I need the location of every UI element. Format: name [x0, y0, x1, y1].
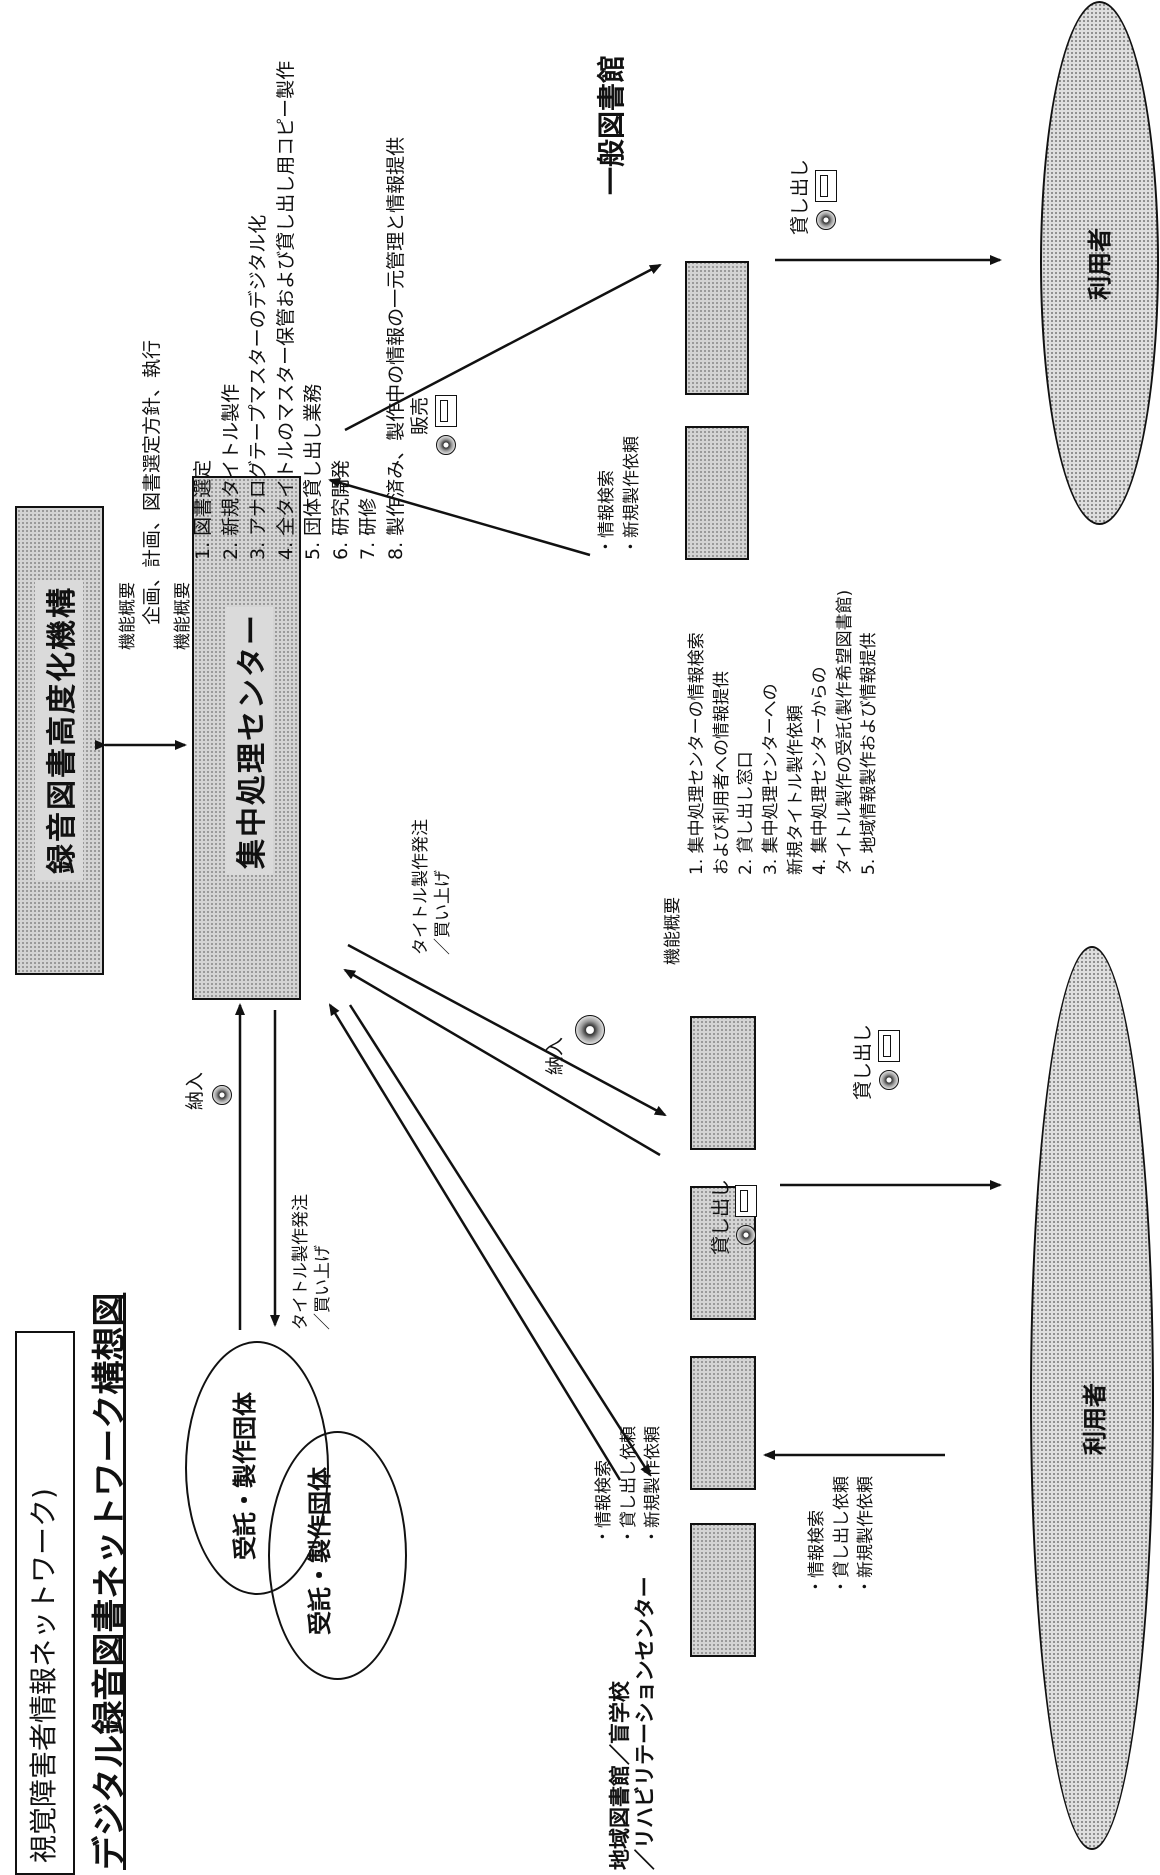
arrow-regional-to-center	[328, 1003, 622, 1481]
arrow-regional-to-center-2	[343, 968, 661, 1157]
arrow-center-to-general	[344, 263, 662, 432]
arrow-center-to-regional-2	[347, 943, 667, 1117]
arrow-center-to-regional	[348, 1004, 652, 1477]
arrow-general-to-center	[328, 477, 591, 557]
